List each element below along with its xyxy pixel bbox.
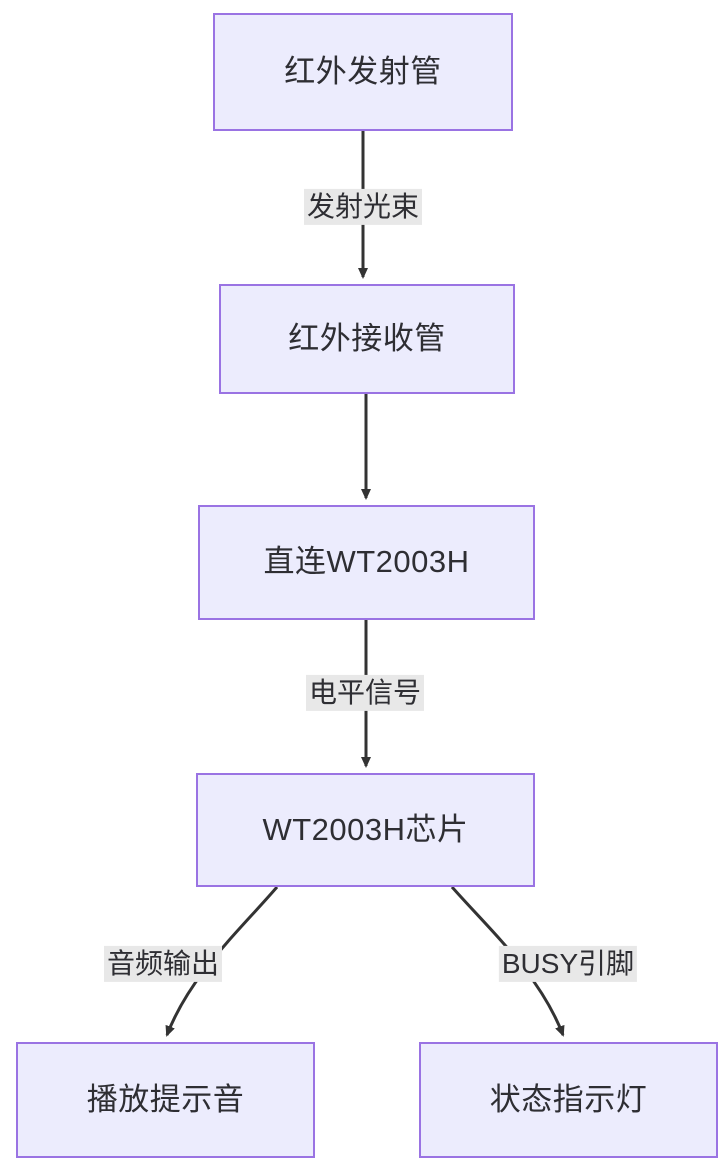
node-label: 直连WT2003H — [263, 544, 470, 580]
node-infrared-emitter[interactable]: 红外发射管 — [213, 13, 513, 131]
node-wt2003h-chip[interactable]: WT2003H芯片 — [196, 773, 535, 887]
edge-label-emit-beam: 发射光束 — [303, 188, 423, 226]
edge-label-audio-output: 音频输出 — [103, 945, 223, 983]
node-direct-connect-wt2003h[interactable]: 直连WT2003H — [198, 505, 535, 620]
node-label: 红外接收管 — [288, 320, 446, 356]
node-label: WT2003H芯片 — [262, 811, 469, 847]
node-play-prompt-tone[interactable]: 播放提示音 — [16, 1042, 315, 1158]
node-status-indicator-light[interactable]: 状态指示灯 — [419, 1042, 718, 1158]
node-label: 播放提示音 — [86, 1081, 245, 1117]
node-label: 红外发射管 — [284, 53, 442, 89]
edge-label-busy-pin: BUSY引脚 — [498, 945, 638, 983]
node-label: 状态指示灯 — [489, 1081, 648, 1117]
edge-label-level-signal: 电平信号 — [305, 674, 425, 712]
node-infrared-receiver[interactable]: 红外接收管 — [219, 284, 515, 394]
